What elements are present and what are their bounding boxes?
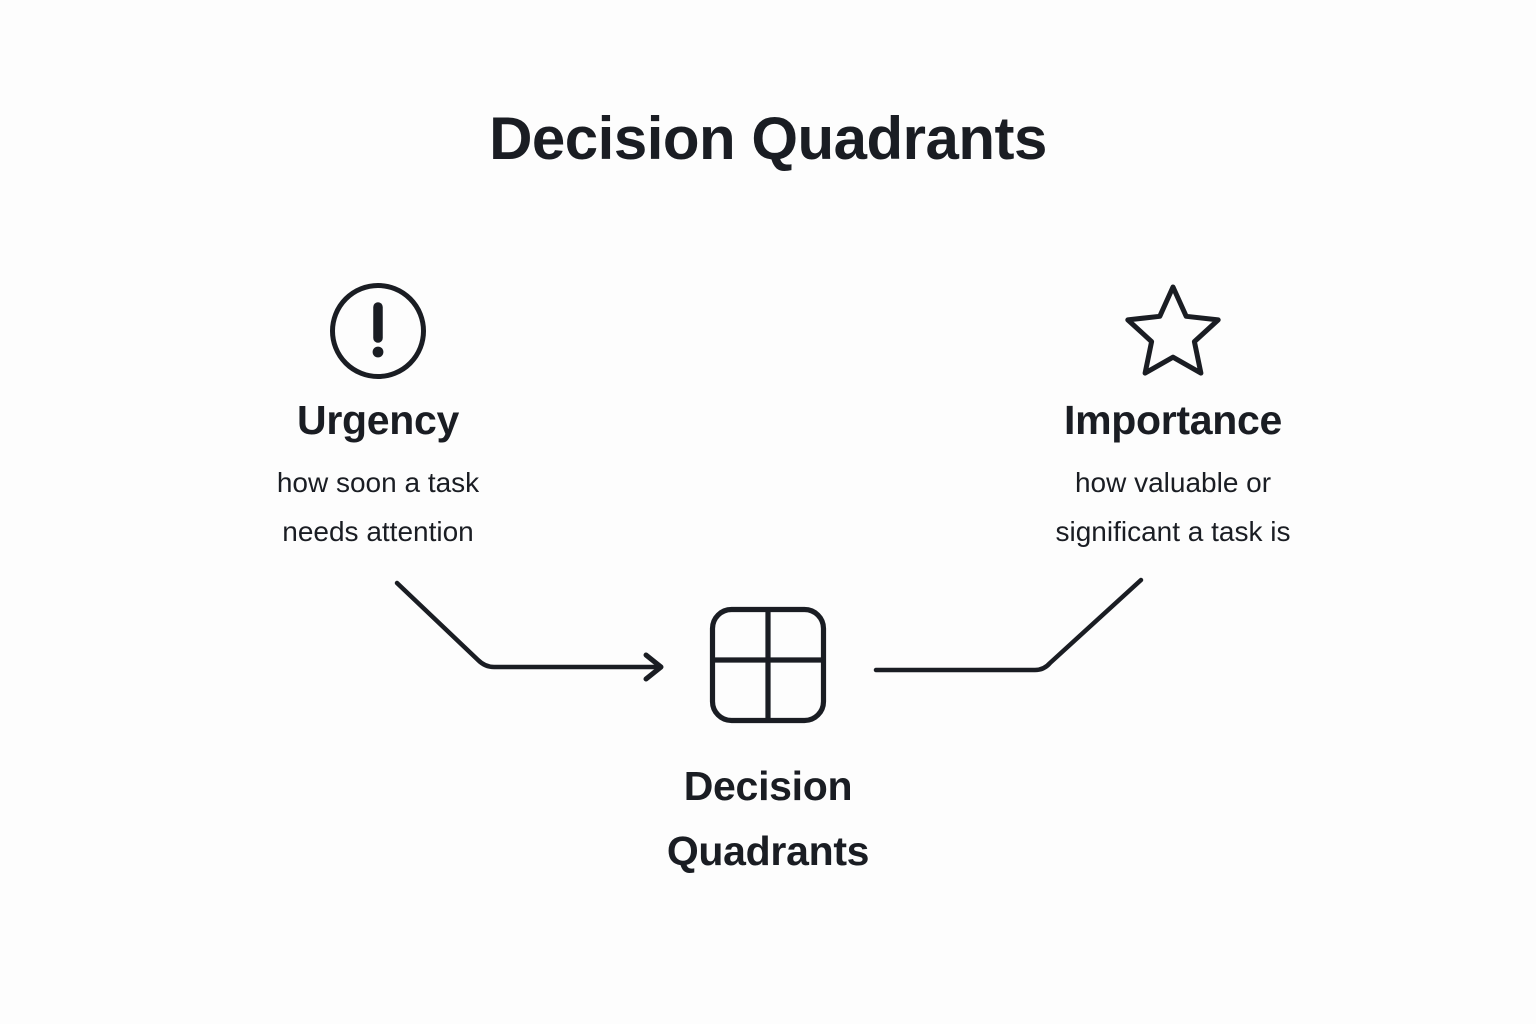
- branch-urgency[interactable]: Urgency how soon a task needs attention: [218, 281, 538, 557]
- center-node-title-line-1: Decision: [683, 763, 853, 809]
- branch-urgency-title: Urgency: [297, 397, 459, 443]
- branch-importance-description: how valuable or significant a task is: [1008, 458, 1338, 557]
- quadrant-grid-icon: [709, 606, 827, 724]
- branch-importance-desc-line-1: how valuable or: [1074, 467, 1272, 499]
- center-node-decision-quadrants[interactable]: Decision Quadrants: [608, 605, 928, 884]
- branch-importance-title: Importance: [1064, 397, 1282, 443]
- branch-urgency-description: how soon a task needs attention: [218, 458, 538, 557]
- branch-importance-desc-line-2: significant a task is: [1055, 516, 1291, 548]
- branch-urgency-desc-line-1: how soon a task: [276, 467, 480, 499]
- center-node-title-line-2: Quadrants: [666, 827, 870, 874]
- branch-importance[interactable]: Importance how valuable or significant a…: [1008, 281, 1338, 557]
- branch-urgency-desc-line-2: needs attention: [282, 516, 474, 548]
- alert-circle-icon: [330, 283, 426, 379]
- center-node-title: Decision Quadrants: [608, 754, 928, 884]
- page-title: Decision Quadrants: [489, 105, 1047, 172]
- star-icon: [1125, 284, 1221, 376]
